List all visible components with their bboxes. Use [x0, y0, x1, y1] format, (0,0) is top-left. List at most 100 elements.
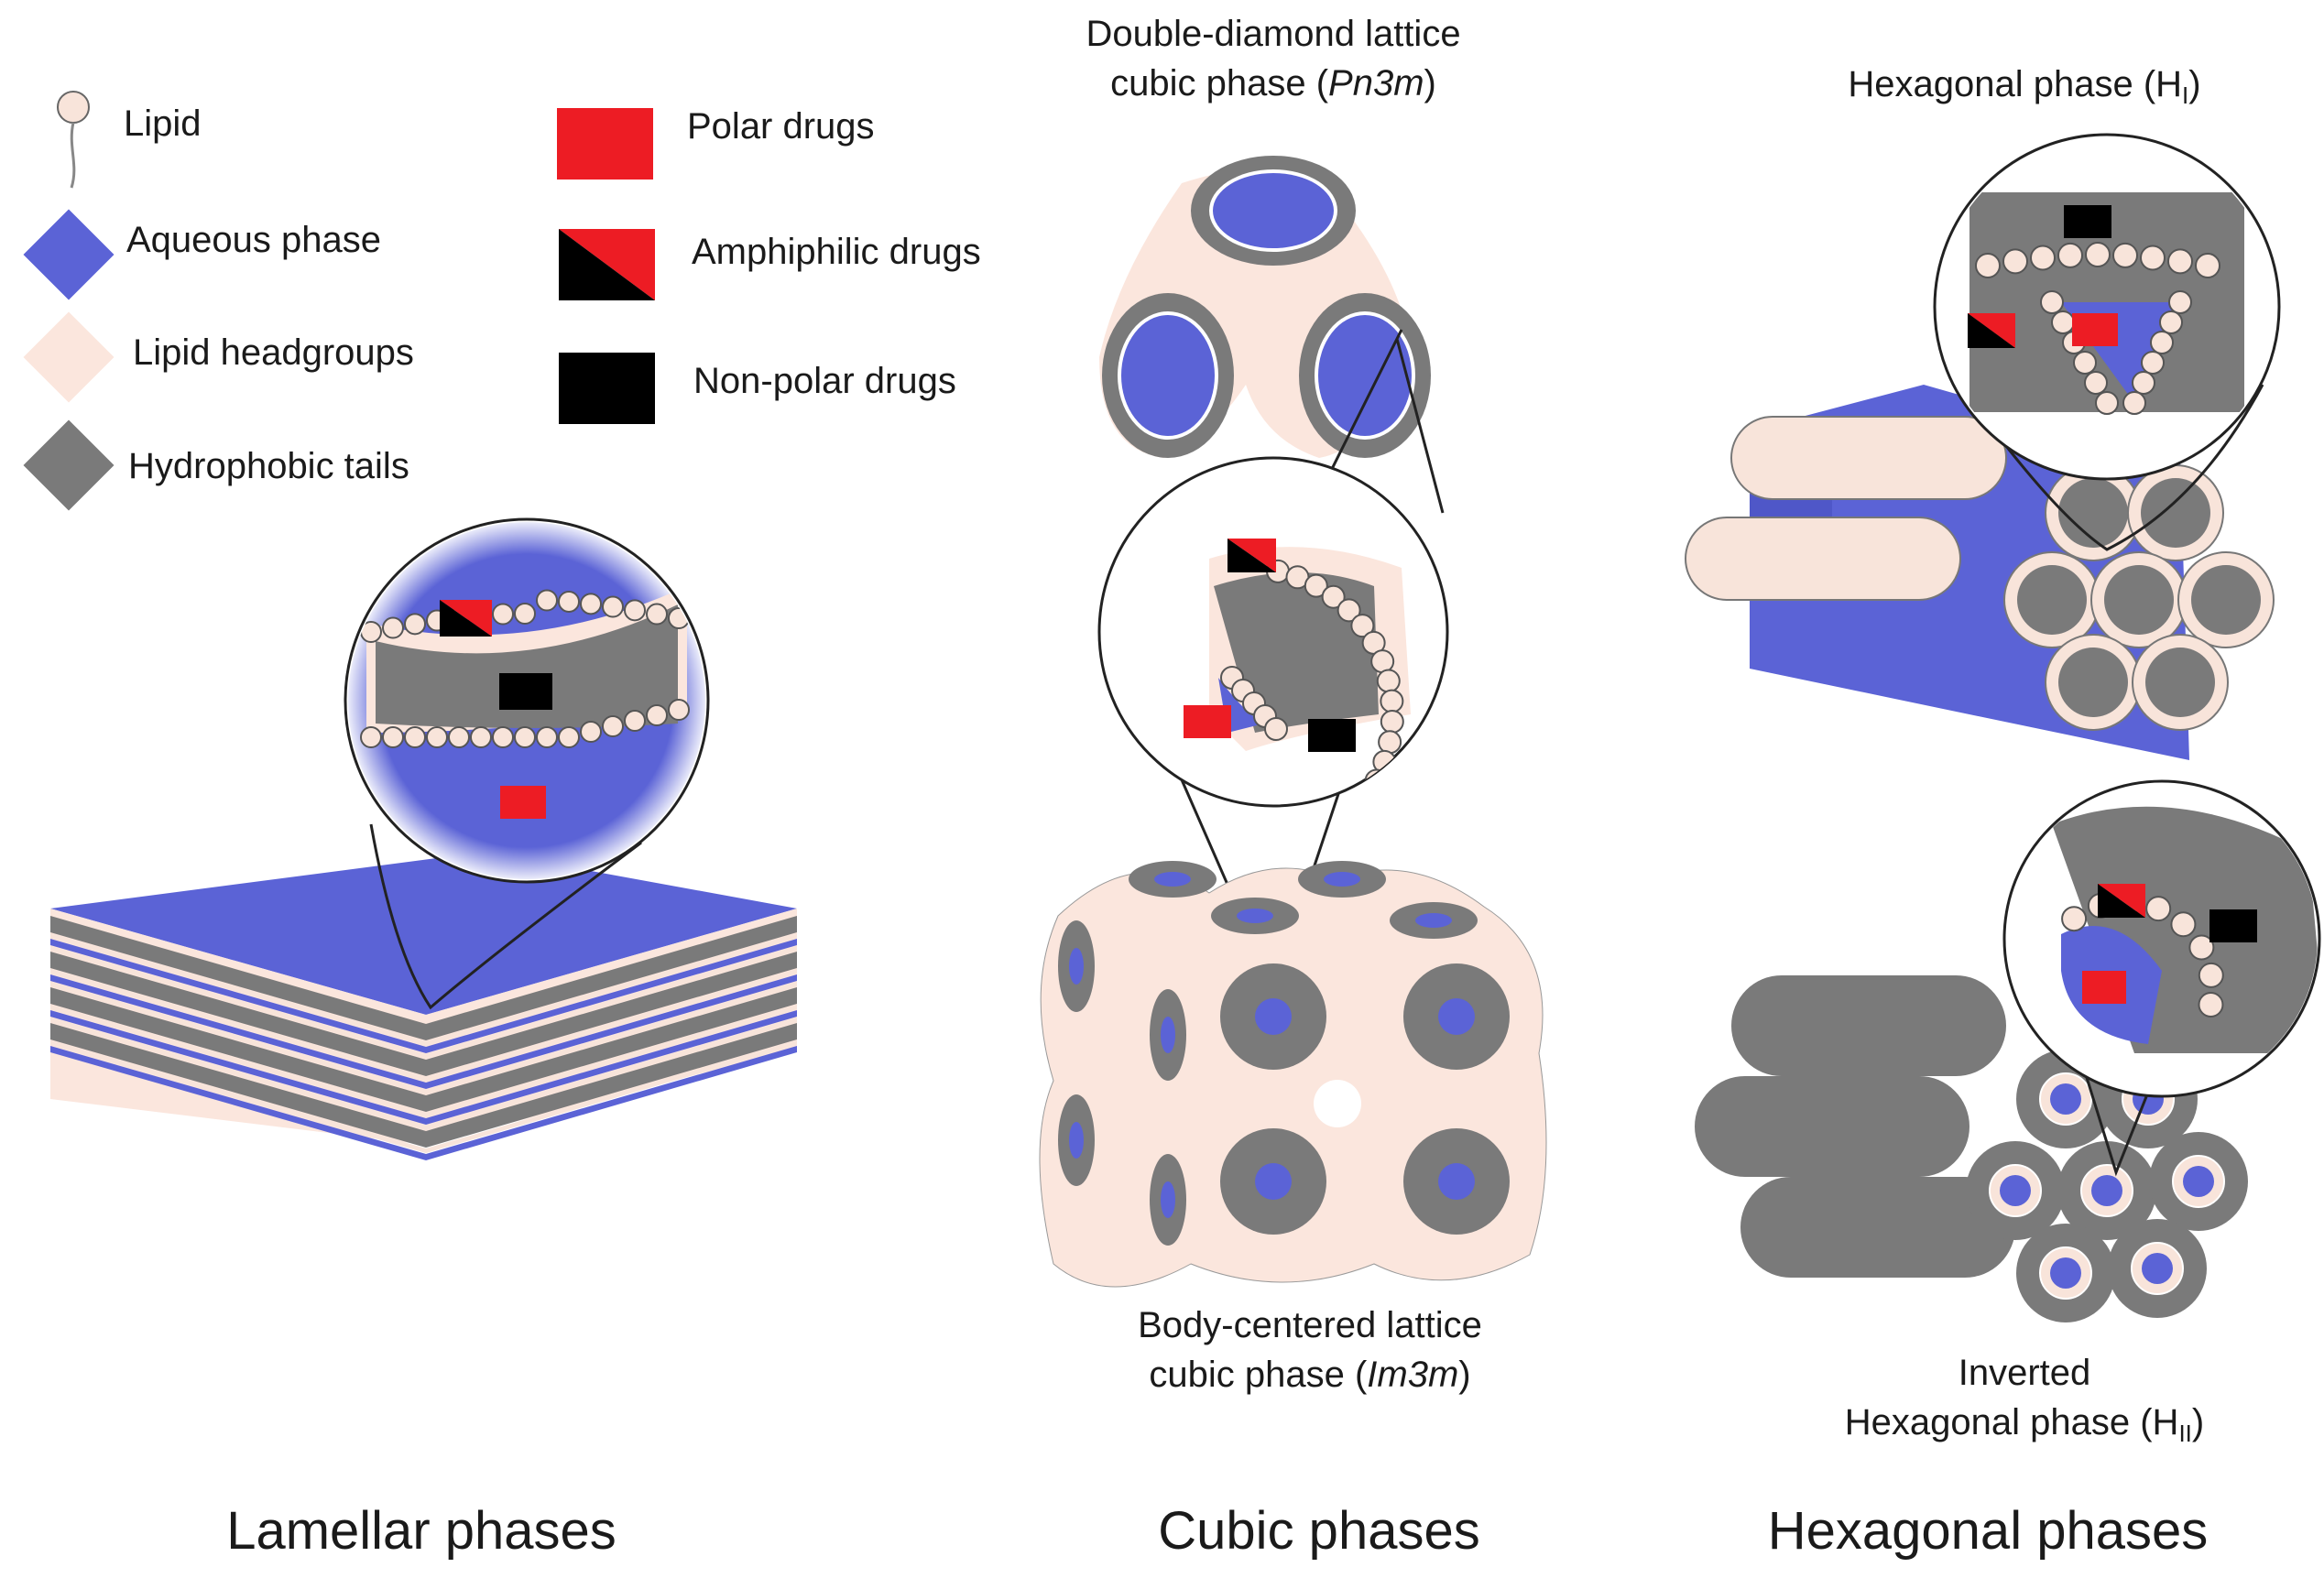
headgroup-circle: [404, 613, 426, 636]
im3m-channel-core: [1255, 1163, 1292, 1200]
lamellar-band: [426, 916, 797, 1040]
headgroup-circle: [2030, 245, 2056, 271]
lamellar-band: [426, 1023, 797, 1148]
hii-polar-drug: [2082, 971, 2126, 1004]
headgroup-circle: [1380, 709, 1404, 734]
headgroup-circle: [2095, 391, 2119, 415]
hi-tube-core: [2104, 565, 2174, 635]
legend-non-polar-drugs-label: Non-polar drugs: [693, 361, 956, 401]
headgroup-circle: [646, 603, 668, 626]
lamellar-band: [426, 1010, 797, 1125]
hydrophobic-tails-icon: [23, 419, 115, 511]
headgroup-circle: [536, 726, 558, 748]
im3m-top-core: [1324, 872, 1360, 887]
hii-tube-core: [2000, 1175, 2031, 1206]
hi-side-tube: [1685, 517, 1961, 601]
headgroup-circle: [646, 704, 668, 726]
cubic-zoom-callout: [1097, 329, 1449, 994]
im3m-side-core: [1161, 1181, 1175, 1218]
headgroup-circle: [2141, 351, 2165, 375]
headgroup-circle: [1321, 584, 1346, 609]
headgroup-circle: [2002, 248, 2028, 275]
lamellar-band: [50, 1046, 426, 1160]
headgroup-circle: [2188, 934, 2215, 961]
headgroup-circle: [1378, 730, 1402, 755]
hii-side-tube: [1695, 1076, 1969, 1177]
headgroup-circle: [1264, 717, 1288, 741]
lamellar-band: [426, 987, 797, 1112]
pn3m-caption: Double-diamond lattice cubic phase (Pn3m…: [1044, 9, 1502, 108]
im3m-channel-core: [1438, 1163, 1475, 1200]
lamellar-band: [50, 1010, 426, 1125]
lamellar-band: [426, 1005, 797, 1117]
legend-hydrophobic-tails-label: Hydrophobic tails: [128, 446, 409, 486]
headgroup-circle: [624, 710, 646, 732]
lamellar-band: [426, 974, 797, 1089]
im3m-top-core: [1237, 909, 1273, 923]
pn3m-caption-line1: Double-diamond lattice: [1086, 14, 1461, 54]
lipid-icon: [57, 91, 90, 189]
cubic-amphiphilic-drug: [1227, 539, 1276, 572]
legend-amphiphilic-drugs-label: Amphiphilic drugs: [692, 232, 981, 272]
lamellar-band: [50, 916, 426, 1040]
lamellar-band: [426, 952, 797, 1076]
lamellar-band: [426, 1040, 797, 1153]
headgroup-circle: [2085, 242, 2111, 267]
headgroup-circle: [1380, 689, 1404, 713]
amphiphilic-drugs-icon: [559, 229, 655, 300]
lamellar-section-title: Lamellar phases: [226, 1501, 616, 1561]
hi-tube-core: [2191, 565, 2261, 635]
hii-tube-core: [2142, 1253, 2173, 1284]
im3m-structure: [1039, 861, 1547, 1288]
headgroup-circle: [624, 599, 646, 622]
lipid-headgroups-icon: [23, 311, 115, 403]
hii-nonpolar-drug: [2209, 909, 2257, 942]
headgroup-circle: [2159, 310, 2183, 334]
legend-aqueous-phase-label: Aqueous phase: [126, 220, 382, 260]
hii-side-tube: [1731, 975, 2006, 1076]
lamellar-band: [50, 1040, 426, 1153]
im3m-channel-core: [1255, 998, 1292, 1035]
headgroup-circle: [382, 616, 404, 639]
hi-polar-drug: [2072, 313, 2118, 346]
headgroup-circle: [514, 603, 536, 625]
headgroup-circle: [2122, 391, 2146, 415]
lamellar-band: [426, 1046, 797, 1160]
hii-amphiphilic-drug: [2098, 884, 2145, 918]
headgroup-circle: [2150, 331, 2174, 354]
hii-tube-core: [2050, 1257, 2081, 1289]
lamellar-polar-drug: [500, 786, 546, 819]
headgroup-circle: [360, 726, 382, 748]
headgroup-circle: [492, 726, 514, 748]
headgroup-circle: [2168, 290, 2192, 314]
headgroup-circle: [404, 726, 426, 748]
lamellar-band: [50, 1018, 426, 1130]
hii-side-tube: [1740, 1177, 2015, 1278]
headgroup-circle: [2073, 351, 2097, 375]
headgroup-circle: [426, 726, 448, 748]
hii-tube-core: [2183, 1166, 2214, 1197]
headgroup-circle: [558, 590, 580, 613]
hi-structure: [1685, 385, 2275, 760]
headgroup-circle: [382, 726, 404, 748]
lamellar-band: [426, 946, 797, 1059]
headgroup-circle: [2145, 896, 2172, 922]
cubic-nonpolar-drug: [1308, 719, 1356, 752]
headgroup-circle: [1376, 669, 1401, 693]
headgroup-circle: [2051, 310, 2075, 334]
pn3m-structure: [1099, 156, 1431, 459]
non-polar-drugs-icon: [559, 353, 655, 424]
headgroup-circle: [2195, 253, 2220, 278]
headgroup-circle: [1975, 253, 2001, 278]
headgroup-circle: [536, 589, 558, 612]
headgroup-circle: [1337, 598, 1361, 623]
hii-caption-line1: Inverted: [1958, 1353, 2091, 1393]
headgroup-circle: [602, 595, 624, 618]
pn3m-caption-line2: cubic phase (Pn3m): [1110, 63, 1436, 103]
headgroup-circle: [580, 593, 602, 615]
headgroup-circle: [492, 603, 514, 626]
hi-nonpolar-drug: [2064, 205, 2111, 238]
lamellar-band: [50, 933, 426, 1046]
hi-side-tube: [1730, 416, 2007, 500]
